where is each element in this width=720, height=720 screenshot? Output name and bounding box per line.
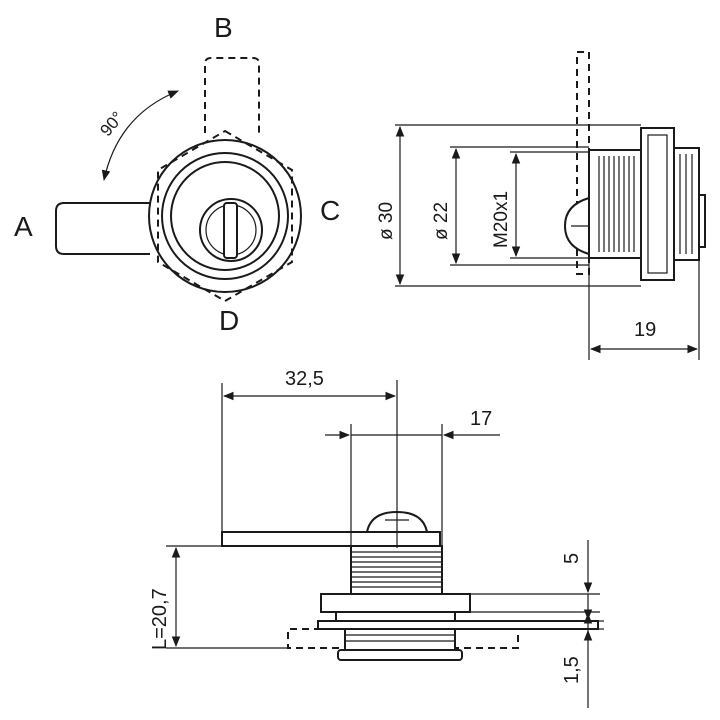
section-view: 32,5 17 L=20,7 5 1,5 xyxy=(149,368,604,708)
section-thread-lines xyxy=(351,551,442,588)
rear-cap xyxy=(698,194,706,248)
outer-diameter-label: ø 30 xyxy=(376,202,397,240)
lower-thread-lines xyxy=(345,634,455,642)
panel-plate xyxy=(317,620,599,630)
cam-position-a xyxy=(55,202,150,255)
plate-thickness-label: 1,5 xyxy=(561,656,583,684)
section-washer xyxy=(335,611,456,622)
lower-thread xyxy=(344,628,456,651)
cam-length-label: 32,5 xyxy=(285,368,324,390)
hex-nut-outline xyxy=(157,129,293,303)
thread-label: M20x1 xyxy=(491,191,512,248)
front-flange xyxy=(640,127,675,281)
cylinder-face xyxy=(170,161,280,271)
section-nut xyxy=(320,593,471,613)
nut-thread-lines xyxy=(679,154,693,254)
cam-plate xyxy=(221,531,441,547)
flange-inner xyxy=(647,134,668,274)
lock-face xyxy=(337,649,463,661)
cam-position-b-outline xyxy=(204,57,260,133)
thread-lines xyxy=(598,156,635,252)
lock-inner-ring xyxy=(161,152,289,280)
side-view: ø 30 ø 22 M20x1 19 xyxy=(376,51,706,360)
position-label-b: B xyxy=(214,12,233,43)
bore-diameter-label: ø 22 xyxy=(431,202,452,240)
threaded-body xyxy=(588,149,642,259)
position-label-d: D xyxy=(219,305,239,336)
rotation-arrow xyxy=(101,90,180,182)
position-label-c: C xyxy=(320,195,340,226)
key-plug xyxy=(199,198,263,262)
key-slot xyxy=(223,202,238,259)
body-width-label: 17 xyxy=(470,408,492,430)
front-view: 90° A B C D xyxy=(14,12,340,336)
cam-thickness-label: 5 xyxy=(561,553,583,564)
depth-label: 19 xyxy=(634,319,656,341)
length-label: L=20,7 xyxy=(149,588,171,650)
position-label-a: A xyxy=(14,211,33,242)
